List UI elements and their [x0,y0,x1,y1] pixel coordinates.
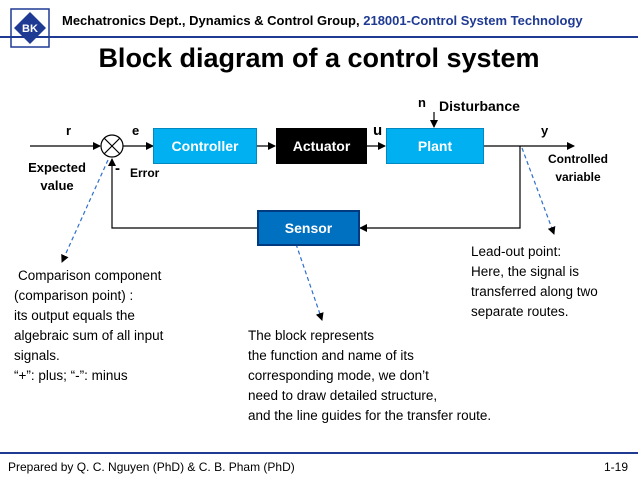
signal-r: r [66,123,72,138]
expected-label-line2: value [40,178,74,193]
signal-y: y [541,123,549,138]
block-note: The block represents the function and na… [248,326,491,426]
slide-title: Block diagram of a control system [98,43,540,73]
block-note-line: and the line guides for the transfer rou… [248,408,492,423]
comparison-note-line: Comparison component [18,268,162,283]
comparison-note-line: algebraic sum of all input [14,328,164,343]
plant-block: Plant [386,128,484,164]
feedback-to-sensor [359,146,521,232]
footer-divider [0,452,638,454]
footer-authors: Prepared by Q. C. Nguyen (PhD) & C. B. P… [8,460,295,474]
comparison-note-line: “+”: plus; “-”: minus [14,368,128,383]
controlled-label-line2: variable [555,170,601,184]
leadout-note-line: transferred along two [471,284,598,299]
block-note-line: the function and name of its [248,348,414,363]
signal-u: u [373,122,383,139]
signal-n: n [418,95,426,110]
comparator-symbol [100,134,124,158]
block-callout [295,243,324,321]
block-note-line: The block represents [248,328,375,343]
page-number: 1-19 [603,460,628,474]
block-note-line: need to draw detailed structure, [248,388,438,403]
controller-block: Controller [153,128,257,164]
minus-sign: - [115,160,120,177]
leadout-callout [521,147,556,235]
sensor-block: Sensor [257,210,360,246]
feedback-to-comparator [108,158,257,229]
comparison-callout [61,159,109,263]
error-label: Error [130,166,160,180]
expected-label-line1: Expected [28,160,86,175]
leadout-note-line: Lead-out point: [471,244,562,259]
header-course: 218001-Control System Technology [363,13,583,28]
leadout-note-line: Here, the signal is [471,264,580,279]
logo-text: BK [22,23,38,35]
controlled-label-line1: Controlled [548,152,608,166]
leadout-note-line: separate routes. [471,304,569,319]
header: Mechatronics Dept., Dynamics & Control G… [62,13,583,28]
comparison-note: Comparison component (comparison point) … [14,266,163,386]
header-dept: Mechatronics Dept., Dynamics & Control G… [62,13,360,28]
leadout-note: Lead-out point: Here, the signal is tran… [471,242,598,322]
comparison-note-line: (comparison point) : [14,288,134,303]
actuator-block: Actuator [276,128,367,164]
block-note-line: corresponding mode, we don’t [248,368,429,383]
signal-e: e [132,123,140,138]
comparison-note-line: signals. [14,348,60,363]
comparison-note-line: its output equals the [14,308,135,323]
header-divider [0,36,638,38]
disturbance-label: Disturbance [439,98,520,114]
